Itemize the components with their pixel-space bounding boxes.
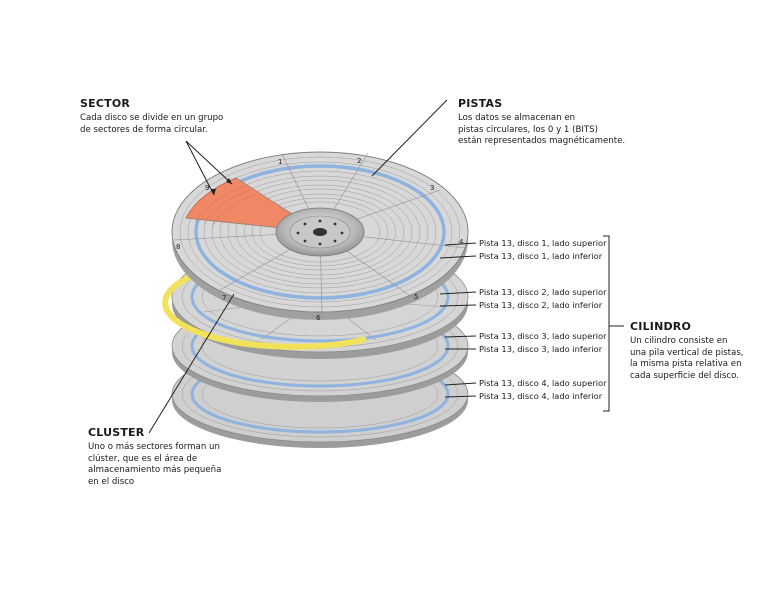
track-leader-2 xyxy=(439,255,477,259)
sector-description: Cada disco se divide en un grupo de sect… xyxy=(80,113,224,135)
sector-number-6: 6 xyxy=(316,314,321,322)
spindle-hole xyxy=(313,228,327,236)
sector-number-5: 5 xyxy=(414,293,418,301)
sector-number-3: 3 xyxy=(430,184,434,192)
cluster-leader xyxy=(148,293,235,434)
cluster-title: CLUSTER xyxy=(88,426,145,439)
cluster-description: Uno o más sectores forman un clúster, qu… xyxy=(88,442,222,487)
track-label-disk3-top: Pista 13, disco 3, lado superior xyxy=(479,331,607,341)
track-label-disk4-top: Pista 13, disco 4, lado superior xyxy=(479,378,607,388)
sector-callout: SECTOR Cada disco se divide en un grupo … xyxy=(80,97,280,136)
sector-number-2: 2 xyxy=(357,157,361,165)
sector-leader-2 xyxy=(185,140,215,196)
cilindro-callout: CILINDRO Un cilindro consiste en una pil… xyxy=(630,320,765,382)
sector-title: SECTOR xyxy=(80,97,131,110)
track-leader-7 xyxy=(444,382,477,386)
track-label-disk3-bottom: Pista 13, disco 3, lado inferior xyxy=(479,344,603,354)
sector-leader-1 xyxy=(185,140,233,185)
track-13-disk-1 xyxy=(194,164,446,300)
sector-number-1: 1 xyxy=(278,158,282,166)
track-leader-3 xyxy=(439,291,477,295)
track-leader-5 xyxy=(444,335,477,338)
track-label-disk2-top: Pista 13, disco 2, lado superior xyxy=(479,287,607,297)
cilindro-bracket xyxy=(603,235,610,412)
cilindro-description: Un cilindro consiste en una pila vertica… xyxy=(630,336,744,381)
pistas-title: PISTAS xyxy=(458,97,503,110)
sector-number-4: 4 xyxy=(459,238,464,246)
cilindro-title: CILINDRO xyxy=(630,320,692,333)
sector-number-9: 9 xyxy=(205,184,209,192)
track-label-disk1-bottom: Pista 13, disco 1, lado inferior xyxy=(479,251,603,261)
track-leader-4 xyxy=(439,304,477,307)
pistas-leader xyxy=(371,99,448,177)
track-leader-8 xyxy=(444,395,477,398)
sector-number-8: 8 xyxy=(176,243,180,251)
track-label-disk1-top: Pista 13, disco 1, lado superior xyxy=(479,238,607,248)
pistas-description: Los datos se almacenan en pistas circula… xyxy=(458,113,626,147)
cluster-highlight xyxy=(162,272,367,350)
track-label-disk2-bottom: Pista 13, disco 2, lado inferior xyxy=(479,300,603,310)
pistas-callout: PISTAS Los datos se almacenan en pistas … xyxy=(458,97,658,148)
cluster-callout: CLUSTER Uno o más sectores forman un clú… xyxy=(88,426,258,488)
track-label-disk4-bottom: Pista 13, disco 4, lado inferior xyxy=(479,391,603,401)
sector-number-7: 7 xyxy=(222,294,226,302)
platter-1 xyxy=(171,151,469,320)
track-leader-1 xyxy=(444,242,477,246)
